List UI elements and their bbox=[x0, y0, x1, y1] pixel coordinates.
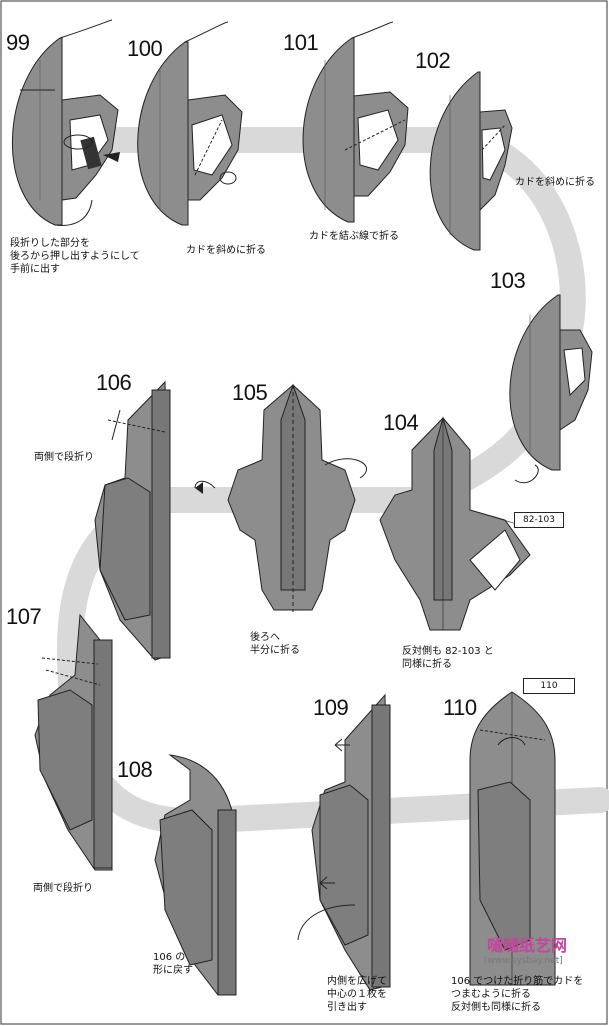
step-number-99: 99 bbox=[6, 30, 29, 56]
step-108-caption: 106 の 形に戻す bbox=[153, 951, 193, 977]
watermark-title: 嗵嗵纸艺网 bbox=[487, 932, 567, 956]
step-number-105: 105 bbox=[232, 380, 267, 406]
step-102-caption: カドを斜めに折る bbox=[515, 176, 595, 189]
step-107-caption: 両側で段折り bbox=[33, 882, 93, 895]
step-number-102: 102 bbox=[415, 48, 450, 74]
step-number-110: 110 bbox=[443, 695, 477, 721]
step-100-caption: カドを斜めに折る bbox=[186, 244, 266, 257]
step-number-107: 107 bbox=[6, 604, 41, 630]
step-number-109: 109 bbox=[313, 695, 348, 721]
step-number-103: 103 bbox=[490, 268, 525, 294]
step-105-caption: 後ろへ 半分に折る bbox=[250, 631, 300, 657]
step-number-108: 108 bbox=[117, 757, 152, 783]
step-101-figure bbox=[303, 22, 408, 222]
step-101-caption: カドを結ぶ線で折る bbox=[309, 230, 399, 243]
step-number-100: 100 bbox=[127, 36, 162, 62]
step-109-caption: 内側を広げて 中心の１枚を 引き出す bbox=[327, 975, 387, 1014]
step-104-caption: 反対側も 82-103 と 同様に折る bbox=[402, 645, 494, 671]
step-99-caption: 段折りした部分を 後ろから押し出すようにして 手前に出す bbox=[10, 237, 140, 276]
step-102-figure bbox=[430, 72, 512, 250]
step-number-104: 104 bbox=[383, 410, 418, 436]
step-109-figure bbox=[298, 695, 390, 990]
step-106-figure bbox=[95, 382, 170, 660]
step-110-reference-box: 110 bbox=[523, 678, 575, 694]
step-number-106: 106 bbox=[96, 370, 131, 396]
step-106-caption: 両側で段折り bbox=[34, 451, 94, 464]
step-110-caption: 106 でつけた折り筋でカドを つまむように折る 反対側も同様に折る bbox=[451, 975, 583, 1014]
step-104-reference-box: 82-103 bbox=[514, 512, 564, 528]
step-number-101: 101 bbox=[283, 30, 318, 56]
watermark-url: [www.sysbay.net] bbox=[484, 956, 563, 966]
